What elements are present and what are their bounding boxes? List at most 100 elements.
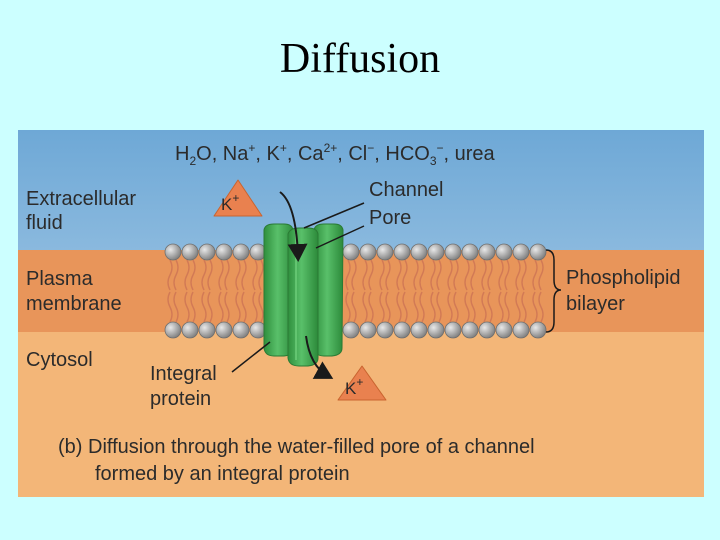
lipid-head <box>495 243 513 261</box>
bilayer-brace <box>545 249 562 333</box>
plasma-membrane-label-2: membrane <box>26 293 122 315</box>
lipid-head <box>410 321 428 339</box>
lipid-tail <box>190 259 196 291</box>
lipid-tail <box>201 291 207 323</box>
lipid-tail <box>190 291 196 323</box>
integral-protein-label-2: protein <box>150 388 211 410</box>
lipid-tail <box>351 291 357 323</box>
lipid-tail <box>207 291 213 323</box>
lipid-head <box>461 321 479 339</box>
lipid-tail <box>402 259 408 291</box>
lipid-tail <box>453 259 459 291</box>
lipid-head <box>393 243 411 261</box>
lipid-head <box>181 321 199 339</box>
lipid-head <box>198 243 216 261</box>
lipid-tail <box>504 291 510 323</box>
lipid-tail <box>487 259 493 291</box>
lipid-head <box>215 243 233 261</box>
lipid-tail <box>385 259 391 291</box>
lipid-tail <box>515 291 521 323</box>
lipid-head <box>181 243 199 261</box>
channel-protein <box>263 223 344 367</box>
membrane-band <box>18 250 704 332</box>
lipid-tail <box>470 259 476 291</box>
lipid-tail <box>538 291 544 323</box>
ion-exit-arrow <box>305 335 334 379</box>
phospholipid-bilayer-label-1: Phospholipid <box>566 267 681 289</box>
lipid-tail <box>464 291 470 323</box>
lipid-tail <box>532 259 538 291</box>
lipid-tail <box>498 259 504 291</box>
lipid-tail <box>258 291 264 323</box>
lipid-tail <box>345 259 351 291</box>
lipid-tail <box>385 291 391 323</box>
lipid-tail <box>413 259 419 291</box>
lipid-tail <box>430 291 436 323</box>
lipid-tail <box>173 291 179 323</box>
lipid-tail <box>207 259 213 291</box>
lipid-tails <box>167 259 544 323</box>
lipid-heads <box>164 243 547 339</box>
lipid-tail <box>402 291 408 323</box>
lipid-tail <box>481 259 487 291</box>
lipid-tail <box>362 259 368 291</box>
lipid-tail <box>515 259 521 291</box>
lipid-tail <box>252 259 258 291</box>
lipid-tail <box>368 291 374 323</box>
lipid-tail <box>241 291 247 323</box>
lipid-head <box>410 243 428 261</box>
channel-leader-line <box>303 202 365 229</box>
lipid-tail <box>532 291 538 323</box>
lipid-tail <box>481 291 487 323</box>
extracellular-region <box>18 130 704 250</box>
lipid-tail <box>470 291 476 323</box>
lipid-tail <box>487 291 493 323</box>
lipid-tail <box>396 291 402 323</box>
lipid-tail <box>167 259 173 291</box>
lipid-tail <box>436 259 442 291</box>
lipid-head <box>461 243 479 261</box>
lipid-tail <box>345 291 351 323</box>
lipid-tail <box>184 291 190 323</box>
lipid-tail <box>447 259 453 291</box>
extracellular-fluid-label-2: fluid <box>26 212 63 234</box>
lipid-tail <box>436 291 442 323</box>
lipid-head <box>427 243 445 261</box>
lipid-head <box>164 243 182 261</box>
lipid-tail <box>184 259 190 291</box>
channel-label: Channel <box>369 179 444 201</box>
lipid-head <box>164 321 182 339</box>
figure-caption-line-1: (b) Diffusion through the water-filled p… <box>58 436 535 458</box>
lipid-tail <box>419 259 425 291</box>
cytosol-label: Cytosol <box>26 349 93 371</box>
lipid-tail <box>521 259 527 291</box>
pore-leader-line <box>315 225 365 249</box>
lipid-head <box>427 321 445 339</box>
lipid-tail <box>538 259 544 291</box>
pore-label: Pore <box>369 207 411 229</box>
integral-protein-leader-line <box>231 341 271 373</box>
lipid-tail <box>464 259 470 291</box>
lipid-head <box>393 321 411 339</box>
lipid-head <box>512 243 530 261</box>
lipid-tail <box>453 291 459 323</box>
lipid-head <box>232 243 250 261</box>
extracellular-fluid-label-1: Extracellular <box>26 188 136 210</box>
lipid-head <box>215 321 233 339</box>
lipid-tail <box>173 259 179 291</box>
figure-caption-line-2: formed by an integral protein <box>95 463 350 485</box>
lipid-tail <box>351 259 357 291</box>
lipid-tail <box>413 291 419 323</box>
lipid-tail <box>224 259 230 291</box>
phospholipid-bilayer-label-2: bilayer <box>566 293 625 315</box>
lipid-tail <box>167 291 173 323</box>
lipid-tail <box>224 291 230 323</box>
lipid-tail <box>252 291 258 323</box>
lipid-head <box>359 321 377 339</box>
lipid-tail <box>521 291 527 323</box>
lipid-tail <box>368 259 374 291</box>
lipid-tail <box>241 259 247 291</box>
lipid-tail <box>258 259 264 291</box>
lipid-tail <box>235 259 241 291</box>
lipid-tail <box>218 291 224 323</box>
